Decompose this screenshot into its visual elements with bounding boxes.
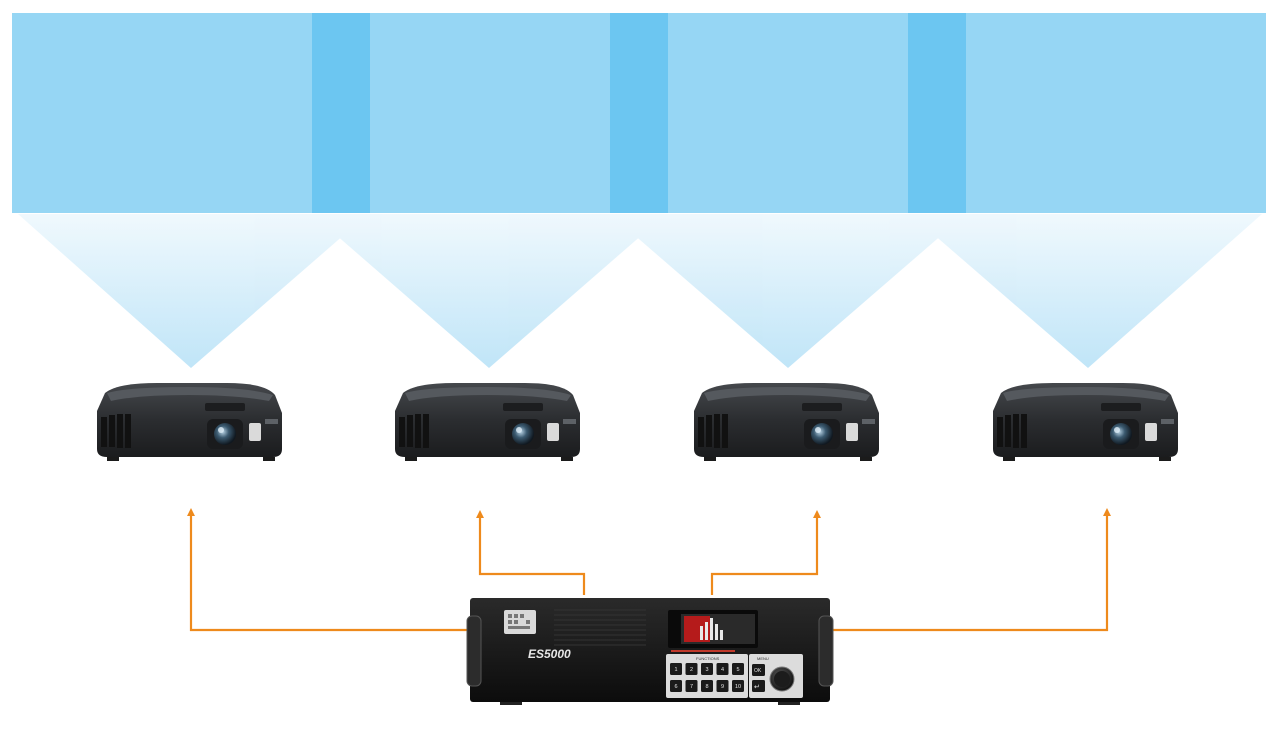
keypad-label-1: 1	[674, 667, 677, 673]
beam-1	[18, 214, 368, 368]
screen-segment-4	[966, 13, 1266, 213]
keypad-label-7: 7	[690, 684, 693, 690]
projector-2	[395, 383, 580, 461]
projector-3	[694, 383, 879, 461]
screen-segment-1	[12, 13, 312, 213]
keypad-button-7[interactable]	[685, 680, 698, 692]
projection-beams	[18, 214, 1262, 368]
keypad-label-2: 2	[690, 667, 693, 673]
projector-4	[993, 383, 1178, 461]
projector-lens	[214, 423, 236, 445]
beam-4	[910, 214, 1262, 368]
keypad-label-8: 8	[705, 684, 708, 690]
vent-grille	[554, 609, 646, 646]
keypad-button-5[interactable]	[732, 663, 744, 675]
keypad-label-6: 6	[674, 684, 677, 690]
signal-line-2	[476, 510, 586, 595]
keypad-button-9[interactable]	[716, 680, 729, 692]
back-arrow-icon: ↵	[754, 683, 760, 691]
keypad-label-5: 5	[736, 667, 739, 673]
video-processor: ES5000 FUNCTIONS 1 2 3 4 5 6 7 8 9 10 MENU OK ↵	[466, 598, 834, 705]
keypad-button-4[interactable]	[716, 663, 729, 675]
overlap-zone-2	[610, 13, 668, 213]
ok-button[interactable]	[752, 664, 765, 676]
keypad-button-6[interactable]	[670, 680, 682, 692]
device-model-label: ES5000	[528, 647, 571, 661]
keypad-label-10: 10	[735, 684, 741, 690]
beam-2	[312, 214, 666, 368]
overlap-zone-1	[312, 13, 370, 213]
signal-line-1	[187, 508, 472, 632]
back-button[interactable]	[752, 680, 765, 692]
keypad-button-2[interactable]	[685, 663, 698, 675]
ok-label: OK	[754, 668, 762, 674]
menu-caption: MENU	[757, 656, 769, 661]
keypad-button-3[interactable]	[701, 663, 713, 675]
beam-3	[610, 214, 966, 368]
panel-caption: FUNCTIONS	[696, 656, 720, 661]
signal-line-4	[826, 508, 1111, 632]
screen-segment-3	[668, 13, 908, 213]
keypad-button-1[interactable]	[670, 663, 682, 675]
keypad-keys: 1 2 3 4 5 6 7 8 9 10	[670, 663, 744, 692]
keypad-button-8[interactable]	[701, 680, 713, 692]
keypad-button-10[interactable]	[732, 680, 744, 692]
overlap-zone-3	[908, 13, 966, 213]
signal-line-3	[710, 510, 821, 595]
keypad-label-4: 4	[721, 667, 724, 673]
screen-segment-2	[370, 13, 610, 213]
signal-connections	[187, 508, 1111, 632]
projector-1	[97, 383, 282, 461]
projection-screen	[12, 13, 1266, 213]
keypad-label-9: 9	[721, 684, 724, 690]
keypad-label-3: 3	[705, 667, 708, 673]
